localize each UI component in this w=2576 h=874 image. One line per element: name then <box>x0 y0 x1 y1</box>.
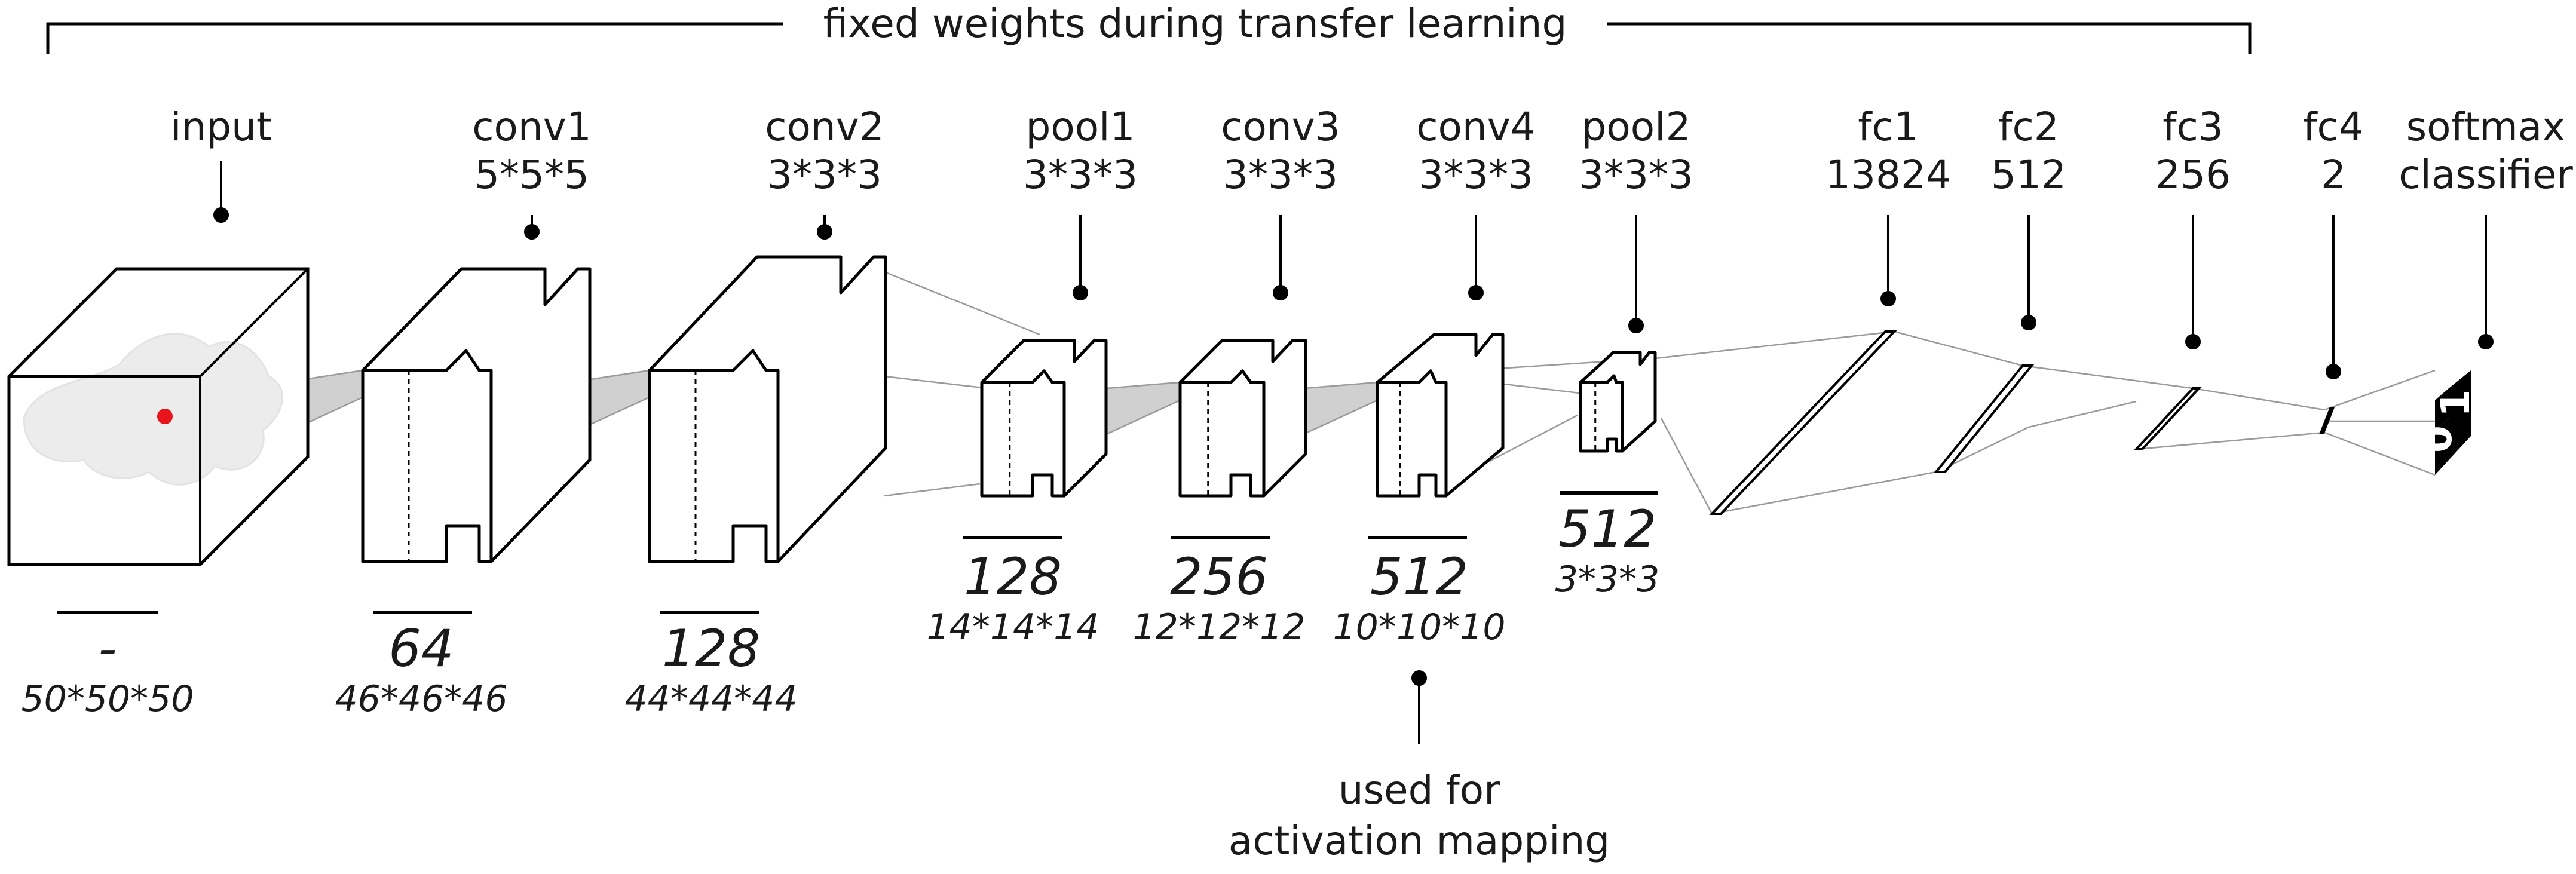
conv2-size: 44*44*44 <box>624 678 797 720</box>
conv4-channels: 512 <box>1370 547 1468 607</box>
conv3-kernel: 3*3*3 <box>1223 152 1338 198</box>
conv2-block <box>648 255 887 563</box>
conv3-channels: 256 <box>1170 547 1268 607</box>
softmax-output-0: 0 <box>2415 425 2461 453</box>
conv4-size: 10*10*10 <box>1333 606 1505 648</box>
fc3-plate <box>2133 387 2202 450</box>
softmax-title: softmax <box>2406 104 2566 150</box>
layer-titles: input conv1 5*5*5 conv2 3*3*3 pool1 3*3*… <box>170 104 2573 198</box>
note-line-1: used for <box>1338 767 1500 813</box>
pool1-channels: 128 <box>964 547 1062 607</box>
softmax-outputs: 0 1 <box>2415 370 2479 475</box>
conv3-title: conv3 <box>1221 104 1340 150</box>
input-volume <box>7 267 310 566</box>
conv3-size: 12*12*12 <box>1132 606 1305 648</box>
conv4-kernel: 3*3*3 <box>1419 152 1533 198</box>
fc1-plate <box>1709 330 1897 515</box>
pool2-kernel: 3*3*3 <box>1579 152 1693 198</box>
fc4-units: 2 <box>2321 152 2346 198</box>
input-title: input <box>170 104 272 150</box>
fixed-weights-label: fixed weights during transfer learning <box>823 1 1567 47</box>
brain-blob <box>23 333 283 486</box>
pool1-kernel: 3*3*3 <box>1023 152 1138 198</box>
fc4-plate <box>2319 407 2335 434</box>
conv1-size: 46*46*46 <box>335 678 507 720</box>
conv1-block <box>361 267 592 563</box>
fc2-plate <box>1933 364 2035 473</box>
softmax-subtitle: classifier <box>2399 152 2573 198</box>
pool2-channels: 512 <box>1558 499 1656 559</box>
pool2-size: 3*3*3 <box>1555 559 1660 600</box>
pool1-block <box>980 339 1108 498</box>
feature-map-blocks <box>361 255 1657 563</box>
fc-plates <box>1709 330 2335 515</box>
conv2-title: conv2 <box>765 104 884 150</box>
conv4-title: conv4 <box>1416 104 1536 150</box>
fc4-title: fc4 <box>2303 104 2364 150</box>
fc3-title: fc3 <box>2163 104 2223 150</box>
conv1-title: conv1 <box>472 104 592 150</box>
activation-mapping-note: used for activation mapping <box>1229 767 1610 864</box>
conv1-channels: 64 <box>388 619 454 679</box>
fc3-units: 256 <box>2155 152 2231 198</box>
conv4-block <box>1376 333 1505 498</box>
pool1-size: 14*14*14 <box>926 606 1099 648</box>
fc1-units: 13824 <box>1825 152 1951 198</box>
activation-marker <box>157 409 173 424</box>
fixed-weights-bracket: fixed weights during transfer learning <box>46 1 2252 54</box>
fc1-title: fc1 <box>1858 104 1919 150</box>
conv2-kernel: 3*3*3 <box>767 152 882 198</box>
layer-dimensions: - 50*50*50 64 46*46*46 128 44*44*44 128 … <box>21 491 1660 720</box>
softmax-output-1: 1 <box>2433 390 2479 417</box>
pool2-block <box>1579 351 1657 453</box>
conv2-channels: 128 <box>662 619 760 679</box>
note-line-2: activation mapping <box>1229 818 1610 864</box>
fc2-units: 512 <box>1991 152 2066 198</box>
pool1-title: pool1 <box>1026 104 1135 150</box>
input-size: 50*50*50 <box>21 678 194 720</box>
fc2-title: fc2 <box>1998 104 2059 150</box>
conv1-kernel: 5*5*5 <box>474 152 589 198</box>
conv3-block <box>1178 339 1307 498</box>
pool2-title: pool2 <box>1582 104 1691 150</box>
pointer-lines <box>213 161 2494 744</box>
input-channels: - <box>98 619 117 679</box>
